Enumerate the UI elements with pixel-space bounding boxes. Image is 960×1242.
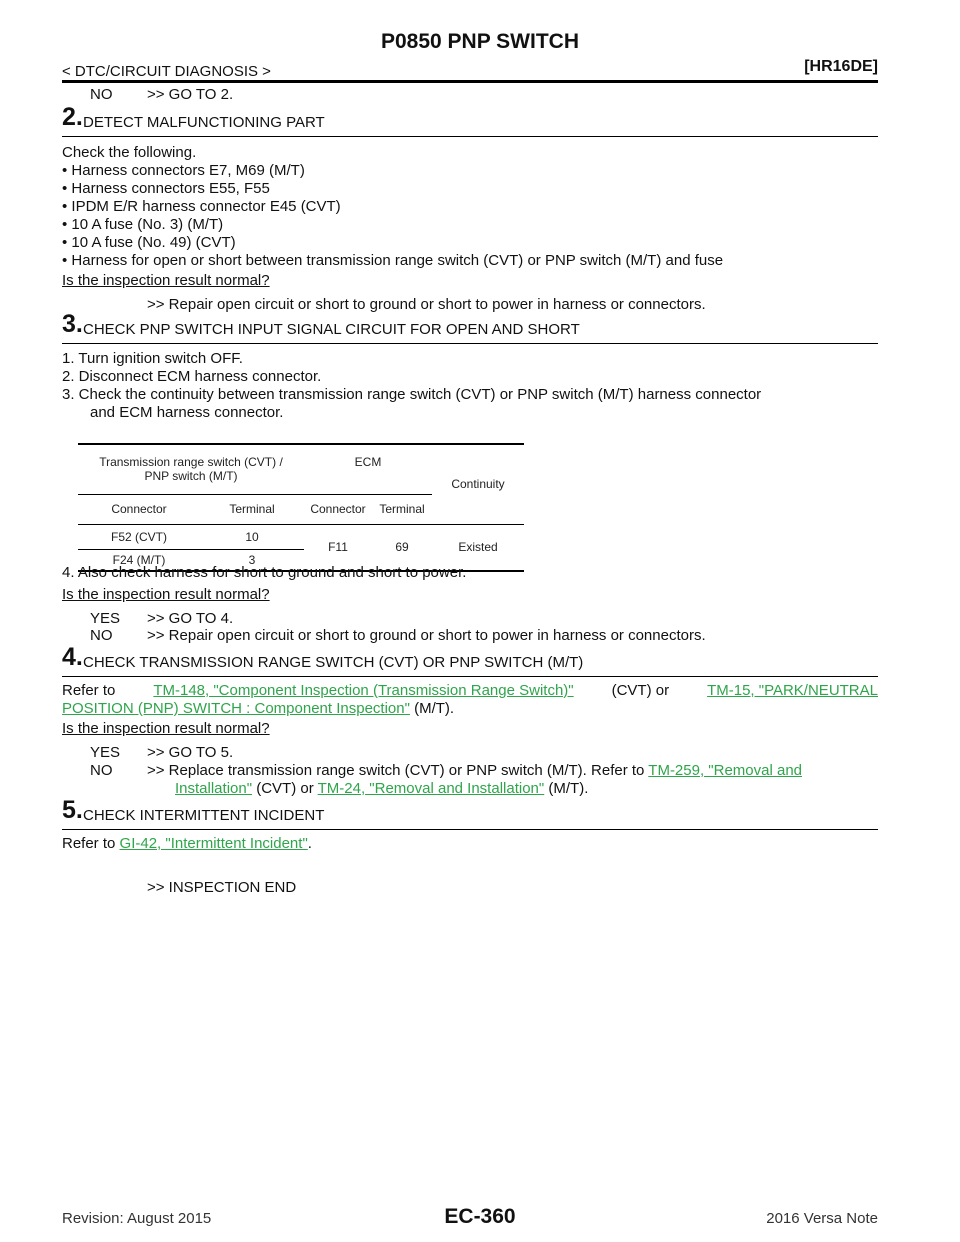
step-title: DETECT MALFUNCTIONING PART	[83, 114, 325, 131]
revision-date: Revision: August 2015	[62, 1210, 212, 1227]
list-item: • Harness connectors E55, F55	[62, 180, 270, 197]
table-header-switch: Transmission range switch (CVT) / PNP sw…	[78, 444, 304, 495]
step-3-heading: 3. CHECK PNP SWITCH INPUT SIGNAL CIRCUIT…	[62, 310, 878, 344]
refer-text: Refer to	[62, 682, 116, 699]
header-rule	[62, 80, 878, 83]
answer-key: YES	[90, 610, 121, 627]
answer-text: >> GO TO 5.	[147, 744, 234, 761]
step-number: 4.	[62, 643, 83, 671]
link-tm-148[interactable]: TM-148, "Component Inspection (Transmiss…	[153, 682, 574, 699]
step-5-refer-line: Refer to GI-42, "Intermittent Incident".	[62, 834, 312, 853]
answer-text: >> Replace transmission range switch (CV…	[147, 762, 645, 779]
table-header-continuity: Continuity	[432, 444, 524, 525]
top-no-answer: NO >> GO TO 2.	[90, 85, 233, 104]
answer-key: NO	[90, 627, 113, 644]
list-item: • 10 A fuse (No. 49) (CVT)	[62, 234, 236, 251]
list-item: • Harness for open or short between tran…	[62, 252, 724, 269]
table-cell: F52 (CVT)	[78, 524, 200, 550]
model-name: 2016 Versa Note	[766, 1210, 878, 1227]
no-answer-cont: Installation" (CVT) or TM-24, "Removal a…	[175, 779, 588, 798]
link-tm-259[interactable]: TM-259, "Removal and	[648, 762, 803, 779]
list-item: • Harness connectors E7, M69 (M/T)	[62, 162, 305, 179]
step-4-refer-line: Refer to TM-148, "Component Inspection (…	[62, 681, 878, 700]
table-cell: 69	[372, 524, 432, 572]
link-tm-15[interactable]: TM-15, "PARK/NEUTRAL	[707, 682, 878, 699]
tail-text: (M/T).	[414, 700, 455, 717]
table-header-ecm: ECM	[304, 444, 432, 495]
step-number: 5.	[62, 796, 83, 824]
step-5-heading: 5. CHECK INTERMITTENT INCIDENT	[62, 796, 878, 830]
inspection-question: Is the inspection result normal?	[62, 720, 270, 737]
page-number: EC-360	[444, 1205, 516, 1228]
table-cell: F24 (M/T)	[78, 549, 200, 572]
procedure-line: 4. Also check harness for short to groun…	[62, 564, 467, 581]
step-title: CHECK TRANSMISSION RANGE SWITCH (CVT) OR…	[83, 654, 584, 671]
step-number: 3.	[62, 310, 83, 338]
result-text: >> Repair open circuit or short to groun…	[147, 296, 706, 313]
engine-code: [HR16DE]	[804, 58, 878, 75]
answer-text: >> GO TO 2.	[147, 86, 234, 103]
yes-answer: YES >> GO TO 5.	[90, 743, 233, 762]
no-answer: NO >> Replace transmission range switch (…	[90, 761, 802, 780]
link-tm-24[interactable]: TM-24, "Removal and Installation"	[317, 780, 545, 797]
table-row: F24 (M/T) 3	[78, 549, 524, 572]
no-answer: NO >> Repair open circuit or short to gro…	[90, 626, 706, 645]
link-tm-259-cont[interactable]: Installation"	[175, 780, 253, 797]
procedure-line: 2. Disconnect ECM harness connector.	[62, 368, 322, 385]
procedure-line-cont: and ECM harness connector.	[90, 404, 284, 421]
mid-text: (CVT) or	[256, 780, 314, 797]
answer-key: NO	[90, 762, 113, 779]
mid-text: (CVT) or	[611, 682, 670, 699]
page-title: P0850 PNP SWITCH	[380, 30, 579, 53]
tail-text: (M/T).	[548, 780, 589, 797]
list-item: • 10 A fuse (No. 3) (M/T)	[62, 216, 224, 233]
breadcrumb: < DTC/CIRCUIT DIAGNOSIS >	[62, 63, 271, 80]
step-4-heading: 4. CHECK TRANSMISSION RANGE SWITCH (CVT)…	[62, 643, 878, 677]
table-header-ecm-terminal: Terminal	[372, 494, 432, 525]
yes-answer: YES >> GO TO 4.	[90, 609, 233, 628]
inspection-question: Is the inspection result normal?	[62, 272, 270, 289]
step-number: 2.	[62, 103, 83, 131]
table-header-connector: Connector	[78, 494, 200, 525]
header-line: Transmission range switch (CVT) /	[99, 455, 283, 470]
list-item: • IPDM E/R harness connector E45 (CVT)	[62, 198, 341, 215]
step-title: CHECK PNP SWITCH INPUT SIGNAL CIRCUIT FO…	[83, 321, 580, 338]
table-row: F52 (CVT) 10 F11 69 Existed	[78, 524, 524, 572]
result-text: >> INSPECTION END	[147, 879, 297, 896]
answer-key: YES	[90, 744, 121, 761]
step-title: CHECK INTERMITTENT INCIDENT	[83, 807, 325, 824]
step-4-refer-line-2: POSITION (PNP) SWITCH : Component Inspec…	[62, 699, 454, 718]
period: .	[307, 835, 312, 852]
table-cell: F11	[304, 524, 372, 572]
continuity-table: Transmission range switch (CVT) / PNP sw…	[78, 443, 524, 572]
table-cell: Existed	[432, 524, 524, 572]
answer-text: >> GO TO 4.	[147, 610, 234, 627]
answer-text: >> Repair open circuit or short to groun…	[147, 627, 706, 644]
link-tm-15-cont[interactable]: POSITION (PNP) SWITCH : Component Inspec…	[62, 700, 410, 717]
table-cell: 3	[200, 549, 304, 572]
header-line: PNP switch (M/T)	[144, 469, 238, 484]
inspection-question: Is the inspection result normal?	[62, 586, 270, 603]
table-header-terminal: Terminal	[200, 494, 304, 525]
link-gi-42[interactable]: GI-42, "Intermittent Incident"	[119, 835, 308, 852]
table-header-ecm-connector: Connector	[304, 494, 372, 525]
answer-key: NO	[90, 86, 113, 103]
refer-text: Refer to	[62, 835, 116, 852]
procedure-line: 1. Turn ignition switch OFF.	[62, 350, 243, 367]
table-cell: 10	[200, 524, 304, 550]
procedure-line: 3. Check the continuity between transmis…	[62, 386, 762, 403]
step-2-heading: 2. DETECT MALFUNCTIONING PART	[62, 103, 878, 137]
step-2-intro: Check the following.	[62, 144, 197, 161]
